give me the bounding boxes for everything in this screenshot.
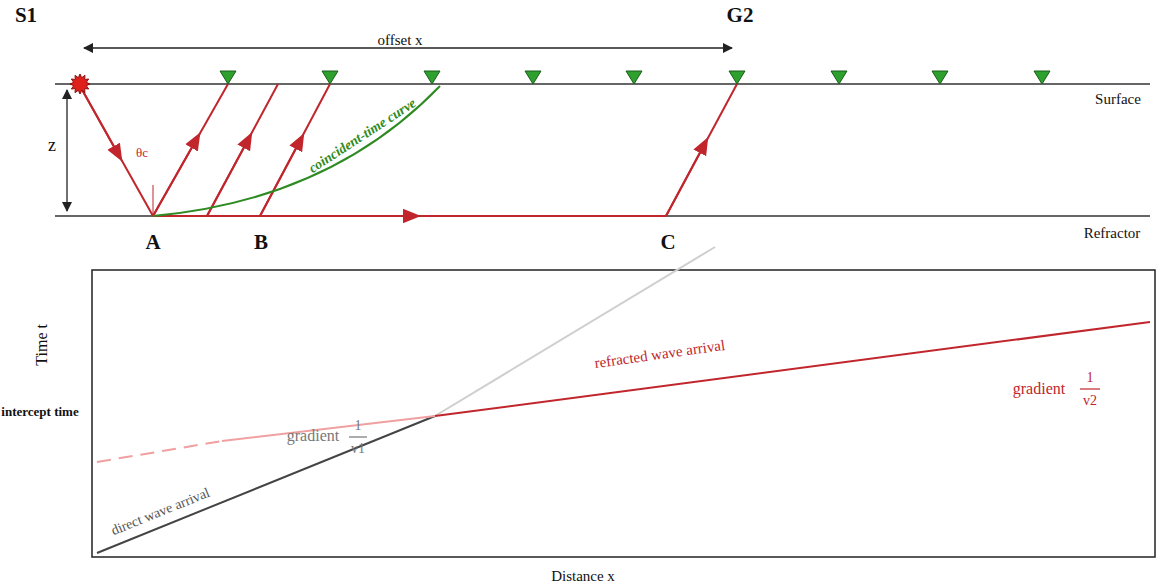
axis-title: Distance x <box>551 568 615 585</box>
refracted-line <box>435 322 1150 416</box>
gradient-label: gradient <box>287 427 339 445</box>
fraction-number: v2 <box>1083 393 1097 408</box>
gradient-label: gradient <box>1013 380 1065 398</box>
intercept-label: intercept time <box>0 405 80 419</box>
surface-label: Surface <box>1095 91 1141 108</box>
refracted-wave-label: refracted wave arrival <box>594 337 727 372</box>
source-star <box>70 74 90 94</box>
point-label: A <box>145 231 160 254</box>
refractor-label: Refractor <box>1084 225 1141 242</box>
source-label: S1 <box>15 4 37 27</box>
receiver-label: G2 <box>727 4 754 27</box>
fraction-bar <box>1080 388 1100 389</box>
depth-label: z <box>48 136 56 156</box>
chart-frame <box>92 270 1155 557</box>
point-label: C <box>660 231 675 254</box>
point-label: B <box>254 231 268 254</box>
fraction-number: v1 <box>351 441 365 456</box>
direct-line <box>97 416 435 553</box>
intercept-extrapolation <box>97 441 222 462</box>
fraction-number: 1 <box>1087 370 1094 385</box>
fraction-bar <box>349 436 367 437</box>
depth-arrow <box>66 90 67 211</box>
surface-line <box>55 83 1150 85</box>
coincident-curve <box>153 86 440 216</box>
direct-line-late <box>435 247 715 416</box>
refractor-line <box>55 215 1150 217</box>
ray-paths <box>80 84 737 216</box>
offset-label: offset x <box>377 32 422 49</box>
angle-label: θc <box>136 146 148 160</box>
curve-label: coincident-time curve <box>305 96 418 177</box>
geophones <box>220 71 1050 84</box>
axis-title: Time t <box>33 324 51 366</box>
fraction-number: 1 <box>355 418 362 433</box>
